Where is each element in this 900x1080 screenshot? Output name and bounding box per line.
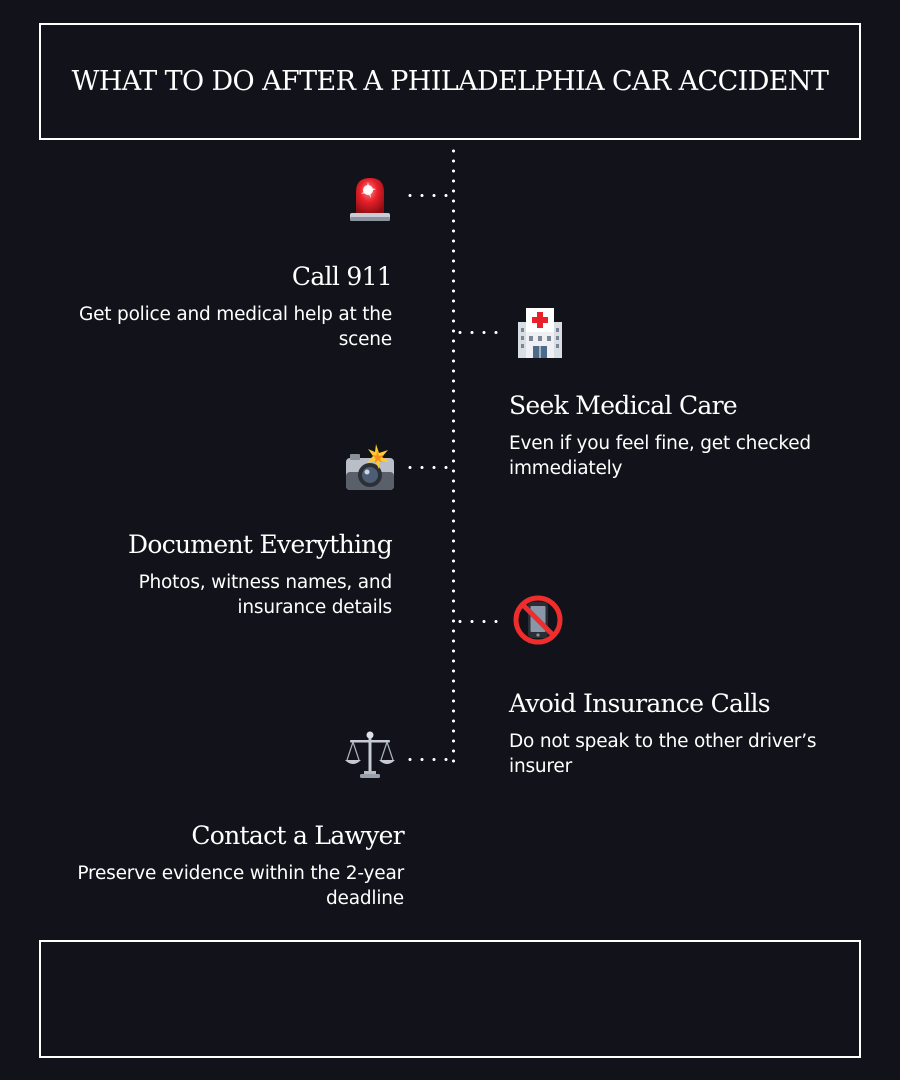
footer-box xyxy=(39,940,861,1058)
step-contact-a-lawyer: Contact a Lawyer Preserve evidence withi… xyxy=(64,821,404,911)
step-title: Call 911 xyxy=(291,262,393,291)
hospital-icon xyxy=(512,304,568,360)
step-title: Contact a Lawyer xyxy=(191,821,404,850)
siren-light-icon xyxy=(342,170,398,226)
connector-call-911 xyxy=(404,194,454,197)
camera-flash-icon xyxy=(342,442,398,498)
step-description: Photos, witness names, and insurance det… xyxy=(138,572,393,618)
step-call-911: Call 911 Get police and medical help at … xyxy=(52,262,393,352)
page-title: WHAT TO DO AFTER A PHILADELPHIA CAR ACCI… xyxy=(71,66,829,97)
step-title: Avoid Insurance Calls xyxy=(509,689,771,718)
header-box: WHAT TO DO AFTER A PHILADELPHIA CAR ACCI… xyxy=(39,23,861,140)
connector-contact-a-lawyer xyxy=(404,758,454,761)
step-seek-medical-care: Seek Medical Care Even if you feel fine,… xyxy=(509,391,849,481)
step-description: Preserve evidence within the 2-year dead… xyxy=(77,863,404,909)
no-phone-icon xyxy=(510,592,566,648)
step-description: Get police and medical help at the scene xyxy=(78,304,392,350)
step-avoid-insurance-calls: Avoid Insurance Calls Do not speak to th… xyxy=(509,689,849,779)
connector-seek-medical-care xyxy=(454,331,504,334)
timeline-spine xyxy=(452,146,455,766)
connector-document-everything xyxy=(404,466,454,469)
step-document-everything: Document Everything Photos, witness name… xyxy=(52,530,393,620)
step-title: Document Everything xyxy=(128,530,393,559)
connector-avoid-insurance-calls xyxy=(454,620,504,623)
step-title: Seek Medical Care xyxy=(509,391,738,420)
step-description: Even if you feel fine, get checked immed… xyxy=(509,433,811,479)
scales-icon xyxy=(342,728,398,784)
step-description: Do not speak to the other driver’s insur… xyxy=(509,731,817,777)
